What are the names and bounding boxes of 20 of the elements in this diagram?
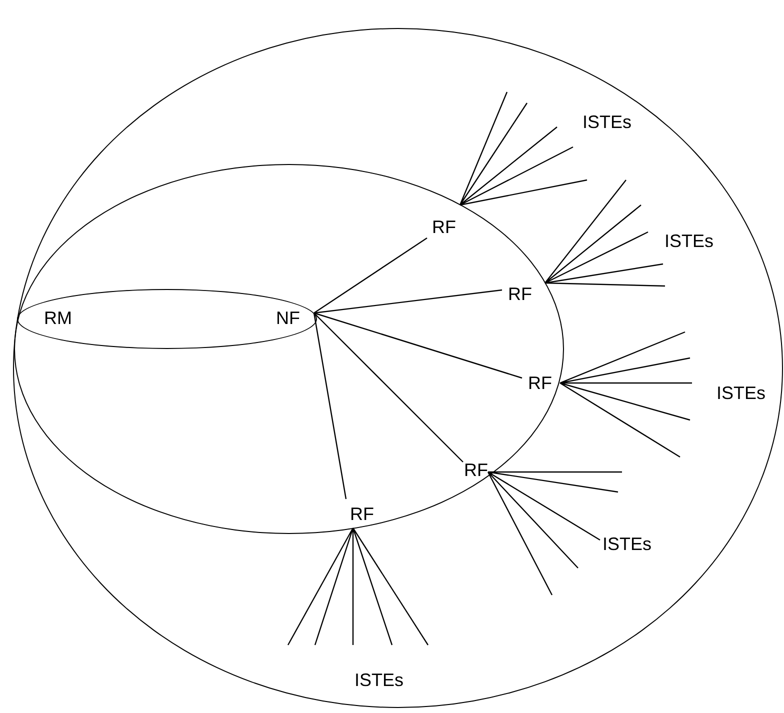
ellipse-shape — [13, 28, 783, 708]
connector-line — [314, 312, 522, 379]
ellipse-shape — [17, 289, 317, 349]
node-label: NF — [261, 305, 315, 331]
node-label: RF — [428, 214, 460, 240]
node-label: RF — [346, 501, 378, 527]
node-label: RF — [504, 281, 536, 307]
connector-line — [314, 238, 428, 314]
node-label: ISTEs — [345, 667, 413, 693]
node-label: RF — [460, 457, 492, 483]
node-label: ISTEs — [573, 109, 641, 135]
node-label: ISTEs — [593, 531, 661, 557]
connector-line — [314, 289, 502, 314]
connector-line — [314, 312, 464, 462]
node-label: ISTEs — [655, 228, 723, 254]
node-label: ISTEs — [707, 380, 775, 406]
ellipse-shape — [14, 164, 564, 534]
node-label: RF — [524, 370, 556, 396]
node-label: RM — [44, 309, 72, 327]
connector-line — [313, 312, 347, 500]
